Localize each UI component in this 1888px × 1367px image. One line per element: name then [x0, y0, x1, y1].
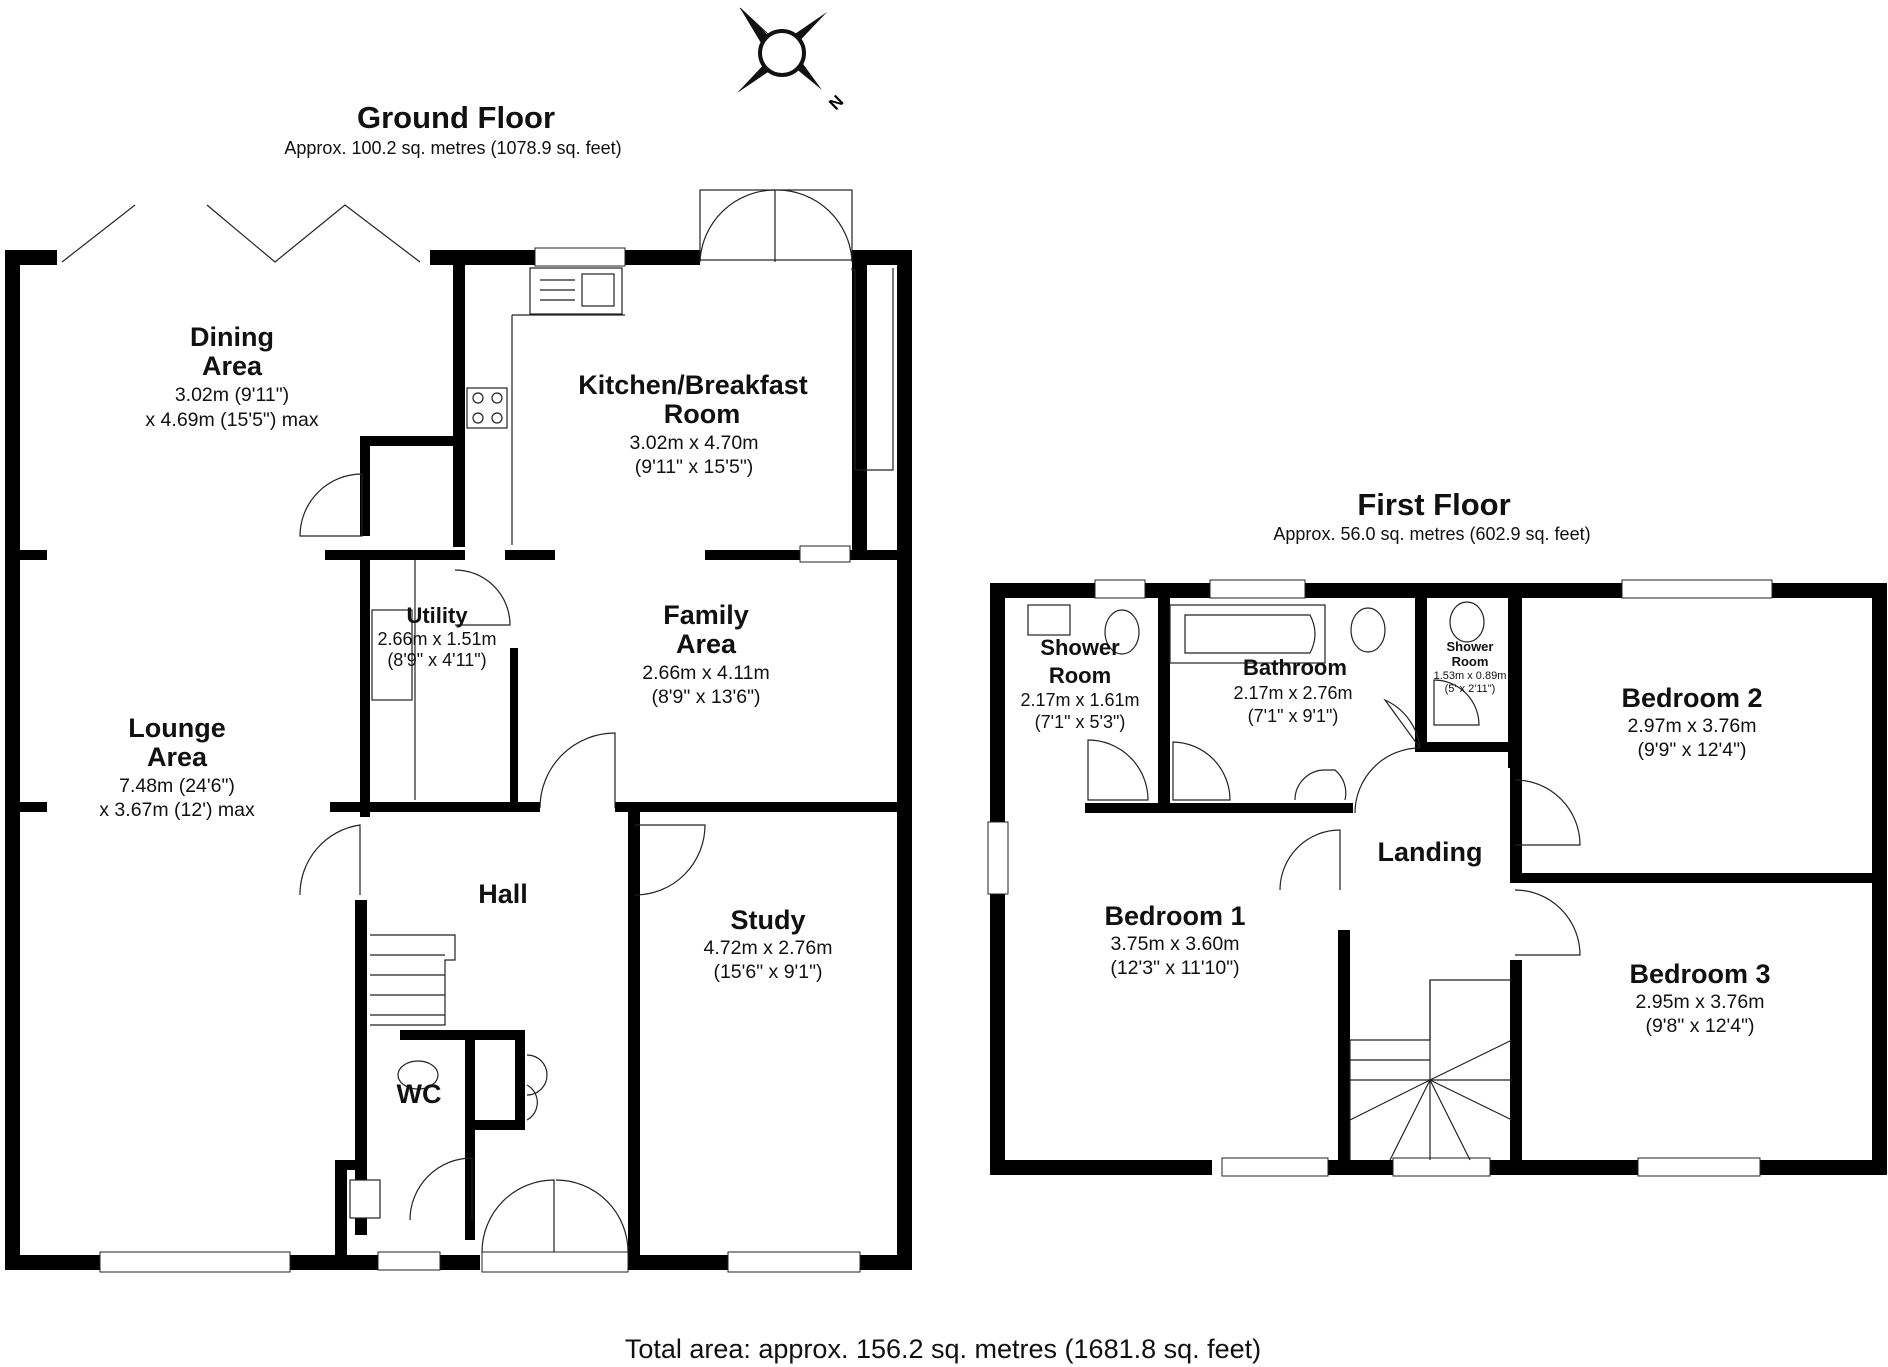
- bathroom-dim-2: (7'1" x 9'1"): [1248, 706, 1339, 726]
- kitchen-dim-2: (9'11" x 15'5"): [635, 456, 754, 478]
- utility-dim-1: 2.66m x 1.51m: [377, 629, 496, 649]
- lounge-name-2: Area: [147, 742, 208, 772]
- bathroom-dim-1: 2.17m x 2.76m: [1233, 683, 1352, 703]
- room-utility: Utility 2.66m x 1.51m (8'9" x 4'11"): [377, 603, 496, 670]
- kitchen-name-1: Kitchen/Breakfast: [578, 370, 808, 400]
- dining-name-1: Dining: [190, 322, 274, 352]
- ground-floor-walls: [5, 250, 912, 1270]
- room-hall: Hall: [478, 879, 528, 909]
- bedroom1-name: Bedroom 1: [1104, 901, 1245, 931]
- shower-name-2: Room: [1049, 663, 1111, 688]
- ground-floor-openings: [61, 189, 894, 1273]
- shower-dim-2: (7'1" x 5'3"): [1035, 712, 1126, 732]
- room-lounge-area: Lounge Area 7.48m (24'6") x 3.67m (12') …: [99, 713, 255, 821]
- ground-floor-title: Ground Floor: [357, 100, 555, 135]
- family-dim-1: 2.66m x 4.11m: [642, 662, 770, 684]
- bedroom1-dim-2: (12'3" x 11'10"): [1110, 957, 1239, 979]
- room-family-area: Family Area 2.66m x 4.11m (8'9" x 13'6"): [642, 600, 770, 708]
- room-bedroom-1: Bedroom 1 3.75m x 3.60m (12'3" x 11'10"): [1104, 901, 1245, 979]
- compass-north-label: N: [825, 92, 847, 114]
- room-landing: Landing: [1378, 837, 1483, 867]
- first-floor-title: First Floor: [1357, 487, 1510, 522]
- dining-name-2: Area: [202, 351, 263, 381]
- total-area: Total area: approx. 156.2 sq. metres (16…: [625, 1334, 1261, 1364]
- first-floor-openings: [987, 579, 1773, 1177]
- hall-name: Hall: [478, 879, 528, 909]
- room-dining-area: Dining Area 3.02m (9'11") x 4.69m (15'5"…: [145, 322, 318, 431]
- bedroom2-dim-2: (9'9" x 12'4"): [1637, 739, 1746, 761]
- bedroom1-dim-1: 3.75m x 3.60m: [1111, 933, 1240, 955]
- room-wc: WC: [397, 1079, 442, 1109]
- kitchen-name-2: Room: [664, 399, 741, 429]
- ensuite-dim-2: (5' x 2'11"): [1445, 683, 1496, 695]
- compass-icon: N: [737, 7, 847, 114]
- ensuite-dim-1: 1.53m x 0.89m: [1434, 670, 1507, 682]
- room-kitchen-breakfast: Kitchen/Breakfast Room 3.02m x 4.70m (9'…: [578, 370, 808, 478]
- room-shower-room: Shower Room 2.17m x 1.61m (7'1" x 5'3"): [1020, 635, 1139, 732]
- lounge-dim-1: 7.48m (24'6"): [119, 775, 235, 797]
- room-bathroom: Bathroom 2.17m x 2.76m (7'1" x 9'1"): [1233, 655, 1352, 726]
- bedroom3-dim-1: 2.95m x 3.76m: [1636, 991, 1765, 1013]
- room-ensuite-shower: Shower Room 1.53m x 0.89m (5' x 2'11"): [1434, 639, 1507, 695]
- bedroom3-name: Bedroom 3: [1629, 959, 1770, 989]
- room-bedroom-2: Bedroom 2 2.97m x 3.76m (9'9" x 12'4"): [1621, 683, 1762, 761]
- utility-name: Utility: [406, 603, 468, 628]
- dining-dim-1: 3.02m (9'11"): [175, 384, 289, 406]
- ensuite-name-1: Shower: [1447, 639, 1494, 654]
- first-floor-area: Approx. 56.0 sq. metres (602.9 sq. feet): [1273, 524, 1590, 544]
- bedroom2-name: Bedroom 2: [1621, 683, 1762, 713]
- family-name-1: Family: [663, 600, 749, 630]
- ground-floor-area: Approx. 100.2 sq. metres (1078.9 sq. fee…: [284, 138, 621, 158]
- bathroom-name: Bathroom: [1243, 655, 1347, 680]
- shower-name-1: Shower: [1040, 635, 1120, 660]
- shower-dim-1: 2.17m x 1.61m: [1020, 690, 1139, 710]
- kitchen-dim-1: 3.02m x 4.70m: [630, 432, 759, 454]
- dining-dim-2: x 4.69m (15'5") max: [145, 409, 318, 431]
- landing-name: Landing: [1378, 837, 1483, 867]
- family-name-2: Area: [676, 629, 737, 659]
- lounge-name-1: Lounge: [128, 713, 225, 743]
- room-study: Study 4.72m x 2.76m (15'6" x 9'1"): [704, 905, 833, 983]
- study-dim-2: (15'6" x 9'1"): [713, 961, 822, 983]
- family-dim-2: (8'9" x 13'6"): [651, 686, 760, 708]
- utility-dim-2: (8'9" x 4'11"): [387, 650, 486, 670]
- study-dim-1: 4.72m x 2.76m: [704, 937, 833, 959]
- room-bedroom-3: Bedroom 3 2.95m x 3.76m (9'8" x 12'4"): [1629, 959, 1770, 1037]
- study-name: Study: [730, 905, 805, 935]
- ensuite-name-2: Room: [1452, 654, 1489, 669]
- bedroom2-dim-1: 2.97m x 3.76m: [1628, 715, 1757, 737]
- lounge-dim-2: x 3.67m (12') max: [99, 799, 255, 821]
- bedroom3-dim-2: (9'8" x 12'4"): [1645, 1015, 1754, 1037]
- wc-name: WC: [397, 1079, 442, 1109]
